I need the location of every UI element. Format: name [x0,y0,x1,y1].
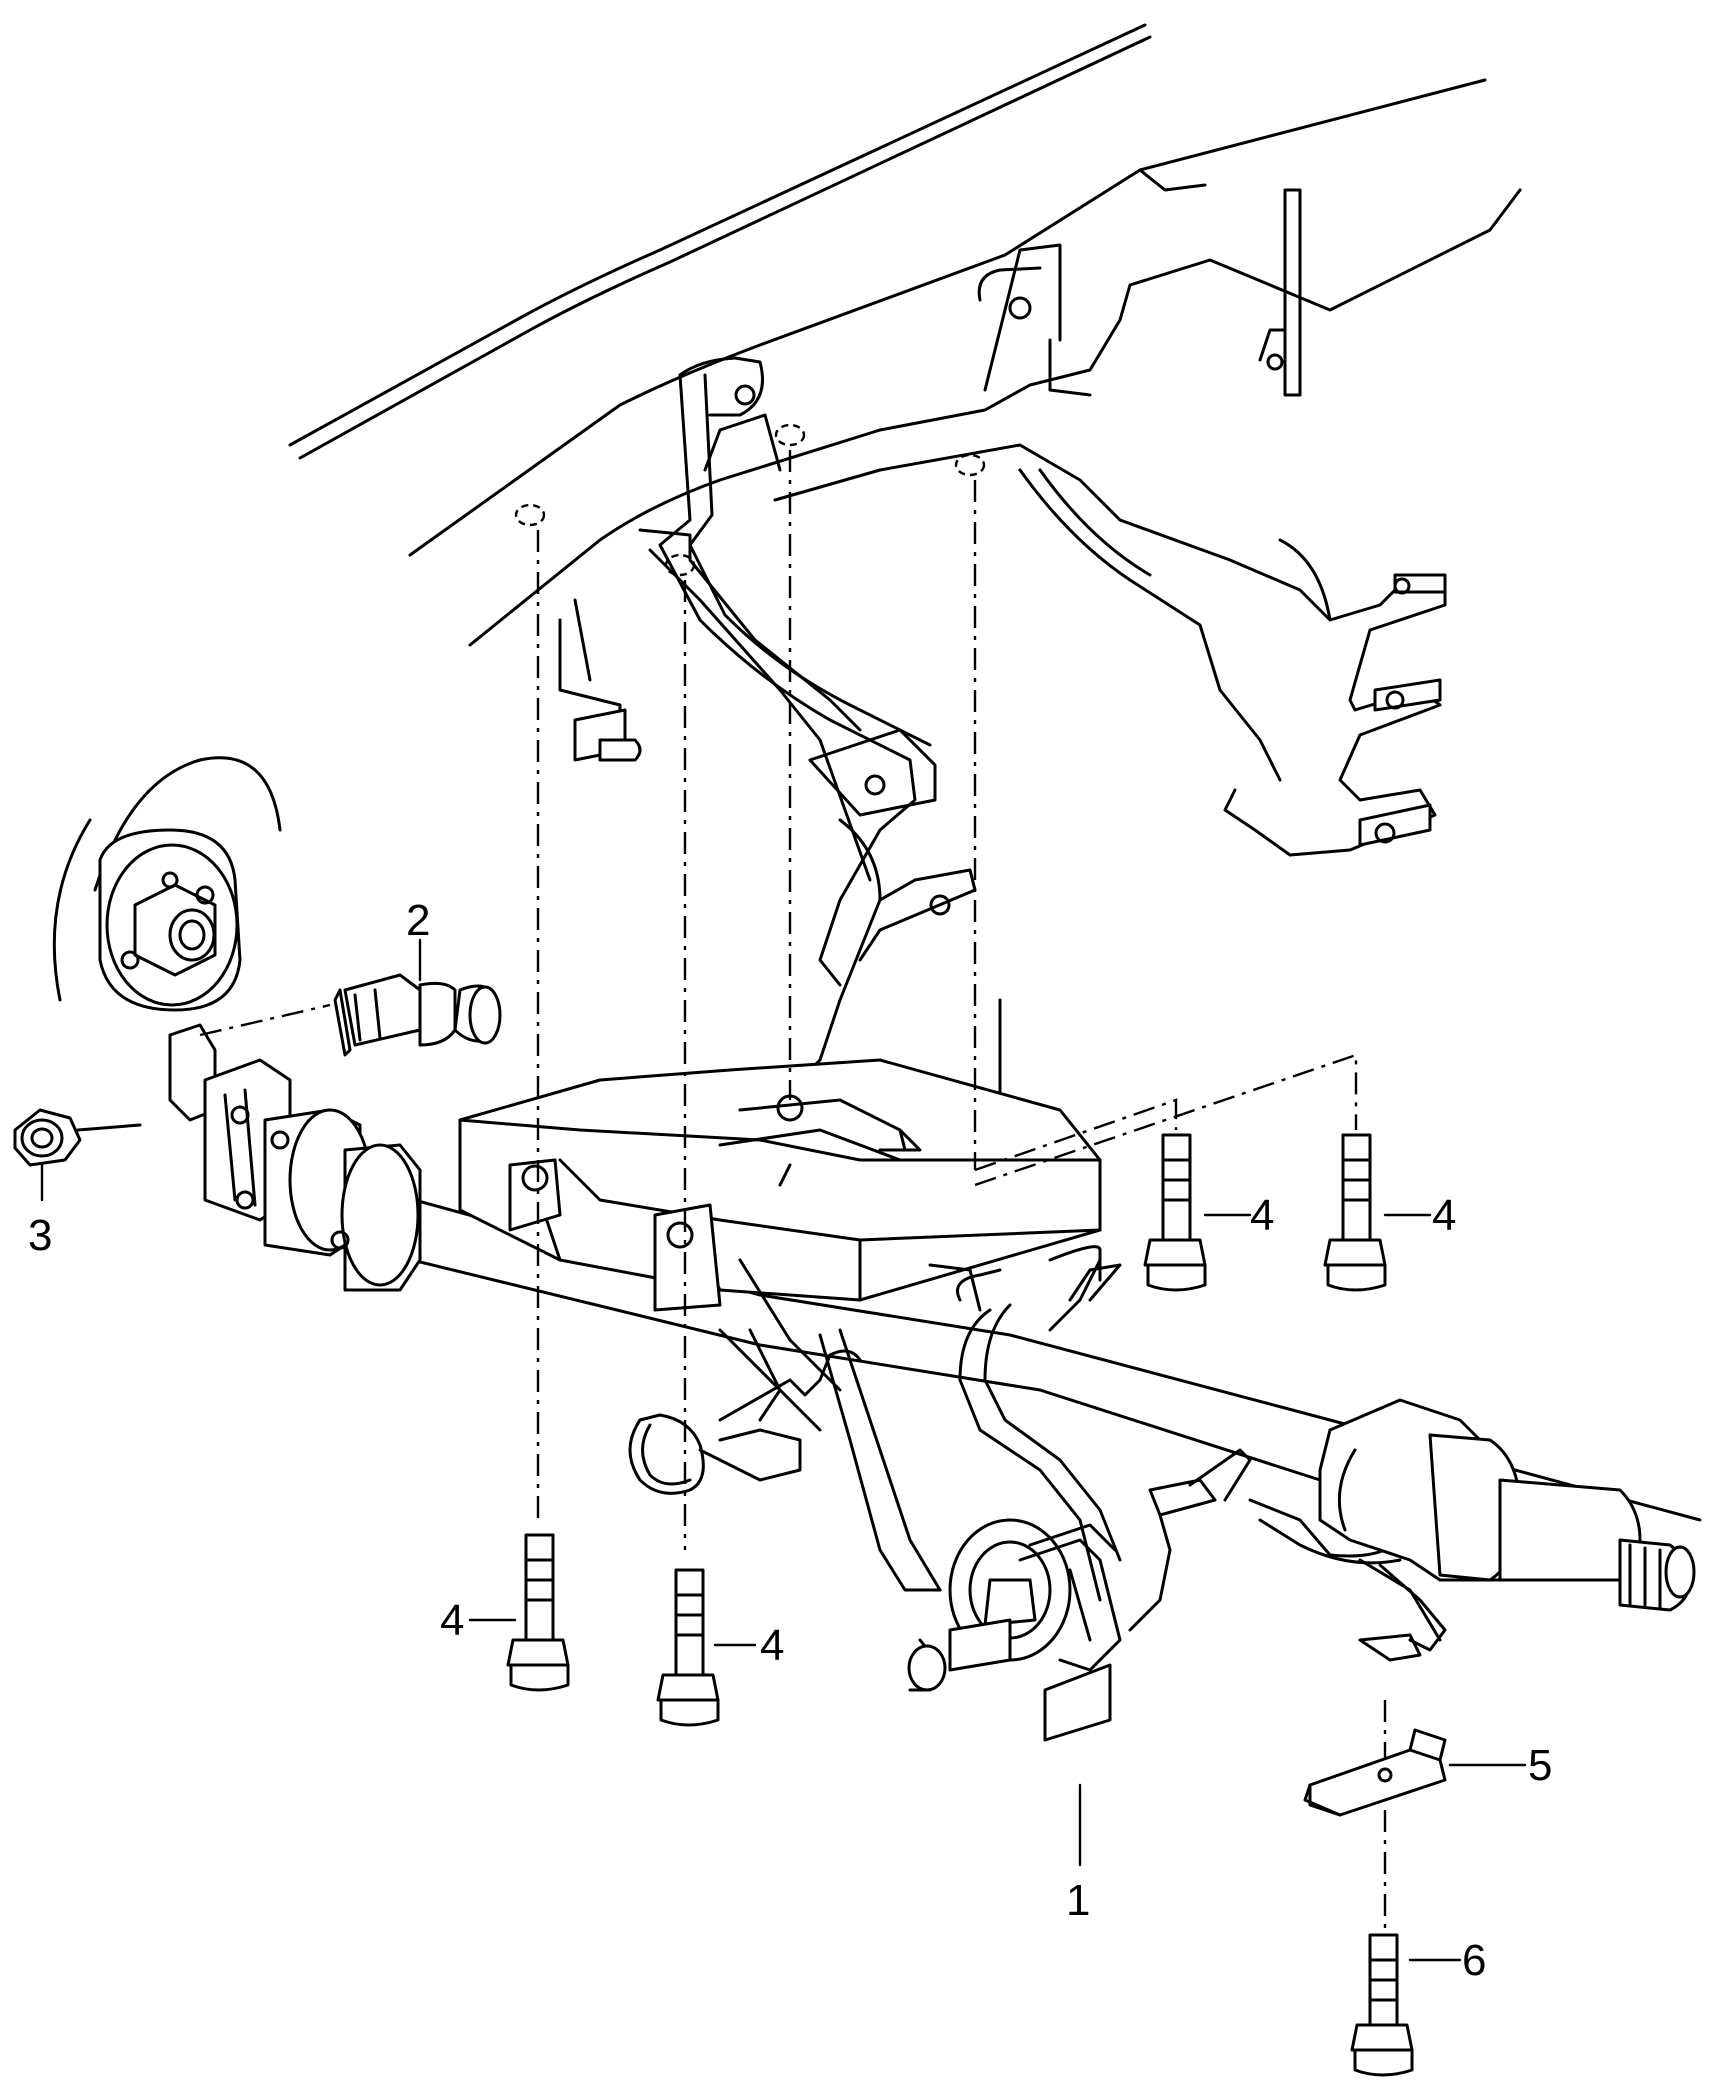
nut-part-3 [13,1108,142,1167]
bolt-part-4-b [1323,1133,1387,1292]
mounting-bracket [558,356,1447,1162]
bolt-part-4-a [1143,1133,1207,1292]
callout-2: 2 [406,896,430,945]
callout-4-upper-right: 4 [1432,1191,1456,1240]
callout-labels: 1 2 3 4 4 4 4 5 6 [28,896,1552,1985]
callout-1: 1 [1066,1876,1090,1925]
callout-6: 6 [1462,1936,1486,1985]
callout-5: 5 [1528,1741,1552,1790]
callout-4-lower-center: 4 [760,1621,784,1670]
assembly-lines [199,423,1387,1930]
bolt-part-6 [1350,1933,1414,2077]
dashboard-crossmember [288,23,1522,647]
universal-joint-assembly [52,756,422,1292]
bolt-part-4-c [506,1533,570,1692]
bolt-part-4-d [656,1568,720,1727]
bolt-part-2 [333,973,502,1057]
clip-part-5 [1303,1728,1447,1817]
callout-4-upper-left: 4 [1250,1191,1274,1240]
callout-3: 3 [28,1211,52,1260]
callout-4-lower-left: 4 [440,1596,464,1645]
callout-leaders [40,938,1527,1962]
